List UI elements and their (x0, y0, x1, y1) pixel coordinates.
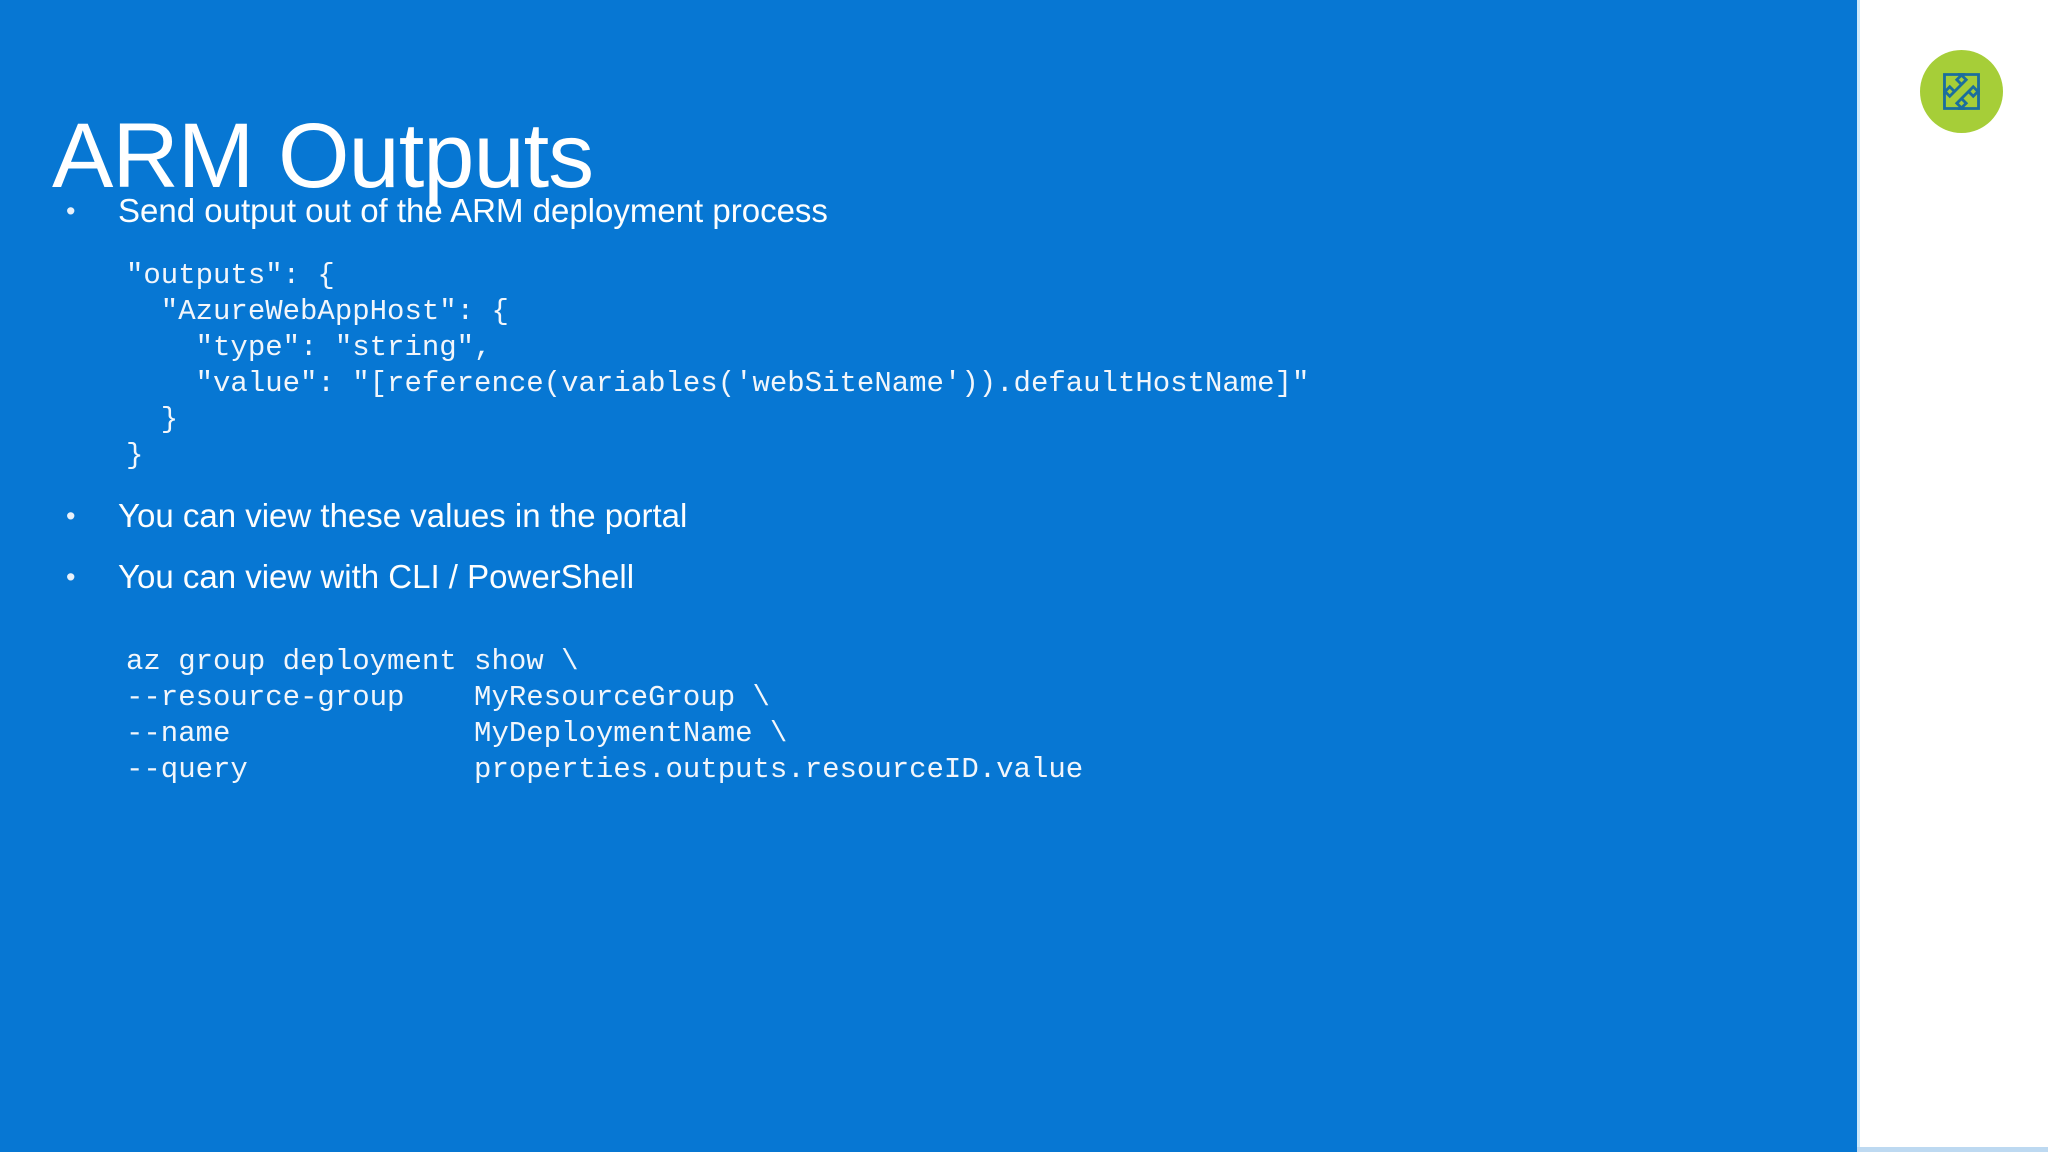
bullet-dot: • (66, 501, 76, 531)
bullet-item: • You can view these values in the porta… (66, 494, 687, 538)
bullet-item: • Send output out of the ARM deployment … (66, 189, 828, 233)
slide-title: ARM Outputs (52, 104, 594, 207)
bullet-text: Send output out of the ARM deployment pr… (118, 192, 828, 229)
bullet-text: You can view these values in the portal (118, 497, 688, 534)
expand-fullscreen-button[interactable] (1920, 50, 2003, 133)
panel-footer-strip (1857, 1147, 2048, 1152)
code-line: --resource-group MyResourceGroup \ (126, 681, 770, 714)
code-line: "AzureWebAppHost": { (126, 295, 509, 328)
code-line: "outputs": { (126, 259, 335, 292)
bullet-text: You can view with CLI / PowerShell (118, 558, 635, 595)
code-line: } (126, 403, 179, 436)
code-line: --query properties.outputs.resourceID.va… (126, 753, 1084, 786)
code-line: } (126, 439, 144, 472)
expand-arrows-icon (1920, 50, 2003, 133)
panel-edge-highlight (1857, 0, 1860, 1152)
code-line: --name MyDeploymentName \ (126, 717, 788, 750)
side-panel (1857, 0, 2048, 1152)
bullet-item: • You can view with CLI / PowerShell (66, 555, 634, 599)
bullet-dot: • (66, 196, 76, 226)
azure-cli-code-block: az group deployment show \ --resource-gr… (126, 644, 1083, 788)
code-line: az group deployment show \ (126, 645, 579, 678)
bullet-dot: • (66, 562, 76, 592)
code-line: "type": "string", (126, 331, 492, 364)
slide-canvas: ARM Outputs • Send output out of the ARM… (0, 0, 1857, 1152)
code-line: "value": "[reference(variables('webSiteN… (126, 367, 1310, 400)
json-outputs-code-block: "outputs": { "AzureWebAppHost": { "type"… (126, 258, 1309, 474)
